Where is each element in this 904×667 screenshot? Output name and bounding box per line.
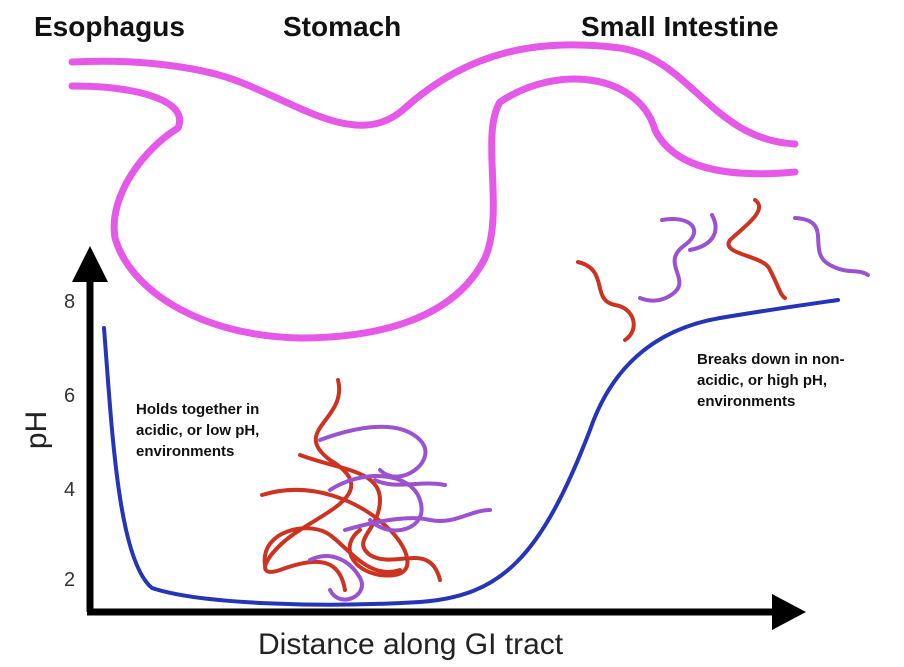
y-axis-arrowhead	[72, 246, 108, 282]
purple-strand	[793, 216, 870, 277]
annotation-high-ph: Breaks down in non- acidic, or high pH, …	[697, 351, 845, 410]
header-esophagus: Esophagus	[34, 11, 185, 42]
gi-tract	[68, 41, 799, 342]
purple-strand	[308, 554, 364, 602]
y-tick-label: 2	[64, 569, 75, 591]
annotation-line: environments	[697, 393, 795, 410]
header-small-intestine: Small Intestine	[581, 11, 779, 42]
red-strand	[298, 453, 442, 582]
gi-tract-outer-wall	[68, 41, 799, 148]
y-tick-label: 4	[64, 479, 75, 501]
red-strand	[262, 526, 402, 574]
annotation-line: Breaks down in non-	[697, 351, 845, 368]
red-strand	[576, 260, 636, 342]
y-tick-label: 6	[64, 385, 75, 407]
annotation-line: acidic, or low pH,	[136, 422, 259, 439]
broken-polymer-strands	[576, 198, 870, 342]
annotation-line: acidic, or high pH,	[697, 372, 827, 389]
ph-curve	[102, 298, 840, 607]
y-axis-label: pH	[20, 411, 53, 449]
purple-strand	[373, 478, 447, 487]
x-axis-arrowhead	[772, 594, 806, 630]
annotation-line: Holds together in	[136, 401, 259, 418]
red-strand	[726, 198, 787, 300]
x-axis-label: Distance along GI tract	[258, 628, 564, 661]
annotation-low-ph: Holds together in acidic, or low pH, env…	[136, 401, 259, 460]
purple-strand	[638, 217, 697, 303]
axes	[72, 246, 806, 630]
red-strand	[263, 378, 354, 592]
y-tick-label: 8	[64, 291, 75, 313]
gi-tract-inner-wall	[68, 75, 799, 342]
purple-strand	[318, 424, 428, 479]
purple-strand	[343, 508, 492, 532]
purple-strand	[688, 213, 718, 252]
annotation-line: environments	[136, 443, 234, 460]
header-stomach: Stomach	[283, 11, 401, 42]
purple-strand	[328, 474, 424, 533]
red-strand	[260, 487, 410, 578]
intact-polymer-strands	[260, 378, 492, 602]
